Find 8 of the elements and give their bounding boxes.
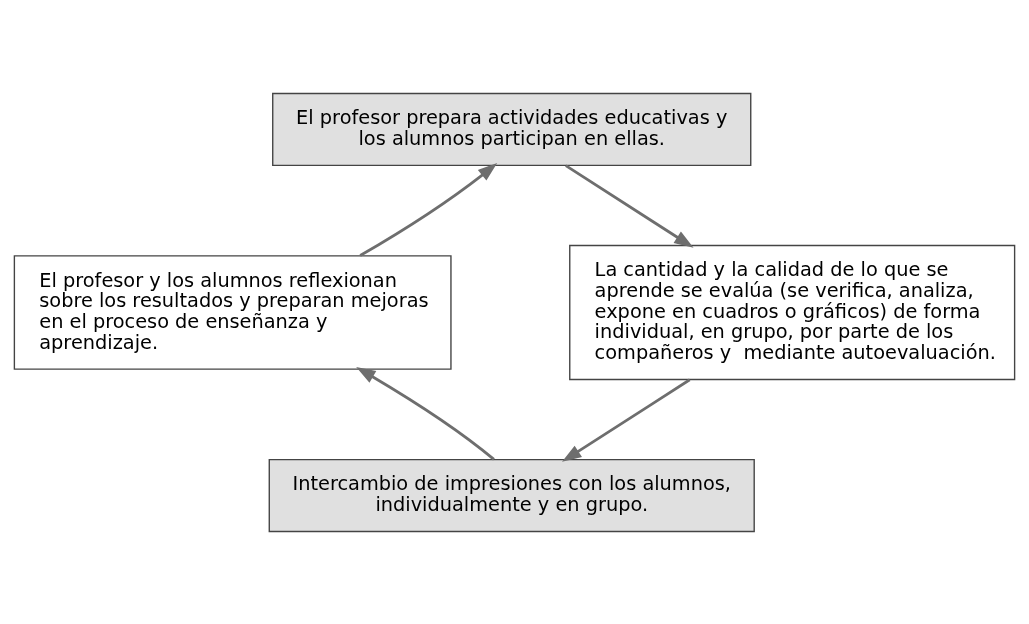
arrow — [562, 378, 691, 462]
arrow — [565, 163, 694, 248]
arrow — [356, 366, 495, 460]
node-box: Intercambio de impresiones con los alumnos, individualmente y en grupo. — [268, 458, 755, 532]
arrow — [359, 162, 498, 257]
node-box: La cantidad y la calidad de lo que se aprende se evalúa (se verifica, analiza, expone en cuadros o gráficos) de forma individual, en grupo, por parte de los compañeros y mediante autoevaluación. — [569, 244, 1016, 380]
node-box: El profesor y los alumnos reflexionan sobre los resultados y preparan mejoras en el proceso de enseñanza y aprendizaje. — [13, 254, 452, 370]
node-box: El profesor prepara actividades educativas y los alumnos participan en ellas. — [272, 92, 752, 166]
